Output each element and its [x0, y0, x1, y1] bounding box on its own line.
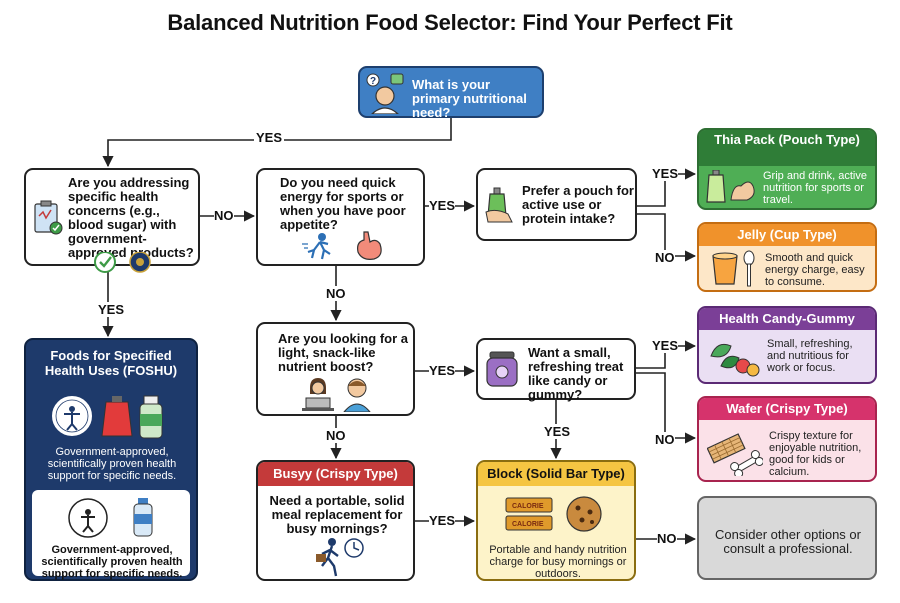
mint-gummy-icon: [707, 336, 761, 378]
thia-pack-desc: Grip and drink, active nutrition for spo…: [763, 170, 873, 206]
result-other-options: Consider other options or consult a prof…: [697, 496, 877, 580]
start-node: ? What is your primary nutritional need?: [358, 66, 544, 118]
stomach-icon: [352, 230, 386, 262]
candy-jar-icon: [484, 350, 520, 390]
pouch-hand-icon: [484, 186, 516, 226]
jelly-desc: Smooth and quick energy charge, easy to …: [765, 252, 873, 288]
edge-label-no-health: NO: [214, 208, 234, 223]
question-light-snack: Are you looking for a light, snack-like …: [256, 322, 415, 416]
edge-label-no-pouch: NO: [655, 250, 675, 265]
calorie-bar-label-2: CALORIE: [512, 521, 544, 528]
thia-pack-title: Thia Pack (Pouch Type): [699, 132, 875, 147]
result-foshu: Foods for Specified Health Uses (FOSHU) …: [24, 338, 198, 581]
foshu-seal-products-icon: [48, 392, 178, 444]
edge-label-no-energy: NO: [326, 286, 346, 301]
question-refreshing-treat: Want a small, refreshing treat like cand…: [476, 338, 636, 400]
foshu-title: Foods for Specified Health Uses (FOSHU): [30, 348, 192, 378]
question-candy-text: Want a small, refreshing treat like cand…: [528, 346, 636, 402]
question-energy-text: Do you need quick energy for sports or w…: [280, 176, 422, 232]
wafer-bone-icon: [707, 428, 763, 476]
question-snack-text: Are you looking for a light, snack-like …: [278, 332, 412, 374]
clipboard-check-icon: [32, 200, 64, 236]
question-quick-energy: Do you need quick energy for sports or w…: [256, 168, 425, 266]
hurrying-person-clock-icon: [312, 536, 366, 578]
edge-label-yes-start: YES: [254, 130, 284, 145]
foshu-seal-bottle-icon: [66, 496, 166, 540]
edge-label-yes-energy: YES: [429, 198, 455, 213]
candy-title: Health Candy-Gummy: [699, 311, 875, 326]
result-busy-crispy: Busyy (Crispy Type) Need a portable, sol…: [256, 460, 415, 581]
block-desc: Portable and handy nutrition charge for …: [488, 544, 628, 580]
svg-text:?: ?: [370, 76, 376, 87]
person-laptop-icon: [302, 376, 334, 412]
wafer-desc: Crispy texture for enjoyable nutrition, …: [769, 430, 873, 478]
result-block-bar: Block (Solid Bar Type) CALORIE CALORIE P…: [476, 460, 636, 581]
pouch-muscle-icon: [705, 170, 759, 206]
approval-seals-icon: [92, 252, 156, 278]
edge-label-no-block: NO: [657, 531, 677, 546]
calorie-bars-cookie-icon: CALORIE CALORIE: [504, 494, 608, 538]
foshu-desc-1: Government-approved, scientifically prov…: [34, 446, 190, 482]
question-prefer-pouch: Prefer a pouch for active use or protein…: [476, 168, 637, 241]
start-question: What is your primary nutritional need?: [412, 78, 540, 120]
result-health-candy-gummy: Health Candy-Gummy Small, refreshing, an…: [697, 306, 877, 384]
other-text: Consider other options or consult a prof…: [709, 528, 867, 556]
edge-label-yes-candy-block: YES: [544, 424, 570, 439]
edge-label-yes-health: YES: [98, 302, 124, 317]
result-jelly: Jelly (Cup Type) Smooth and quick energy…: [697, 222, 877, 292]
busy-title: Busyy (Crispy Type): [258, 466, 413, 481]
running-person-icon: [302, 232, 336, 262]
result-wafer: Wafer (Crispy Type) Crispy texture for e…: [697, 396, 877, 482]
question-health-concerns: Are you addressing specific health conce…: [24, 168, 200, 266]
candy-desc: Small, refreshing, and nutritious for wo…: [767, 338, 873, 374]
result-thia-pack: Thia Pack (Pouch Type) Grip and drink, a…: [697, 128, 877, 210]
edge-label-no-candy: NO: [655, 432, 675, 447]
jelly-cup-spoon-icon: [707, 250, 761, 288]
question-health-text: Are you addressing specific health conce…: [68, 176, 198, 260]
busy-question: Need a portable, solid meal replacement …: [264, 494, 410, 536]
edge-label-yes-candy: YES: [652, 338, 678, 353]
edge-label-yes-busy: YES: [429, 513, 455, 528]
edge-label-yes-pouch: YES: [652, 166, 678, 181]
thinking-person-icon: ?: [365, 72, 405, 114]
question-pouch-text: Prefer a pouch for active use or protein…: [522, 184, 636, 226]
jelly-title: Jelly (Cup Type): [699, 227, 875, 242]
block-title: Block (Solid Bar Type): [478, 466, 634, 481]
foshu-desc-2: Government-approved, scientifically prov…: [36, 544, 188, 580]
edge-label-yes-snack: YES: [429, 363, 455, 378]
wafer-title: Wafer (Crispy Type): [699, 401, 875, 416]
child-icon: [342, 376, 372, 412]
edge-label-no-snack: NO: [326, 428, 346, 443]
calorie-bar-label-1: CALORIE: [512, 503, 544, 510]
